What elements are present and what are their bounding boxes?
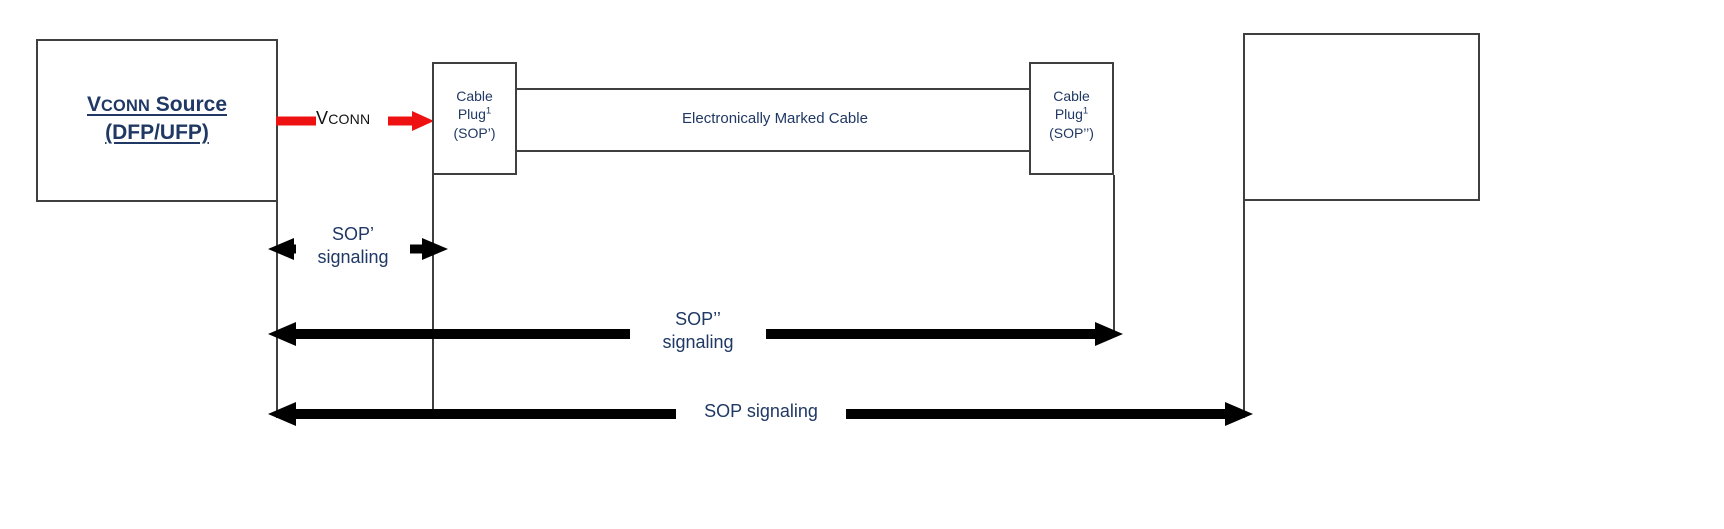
cable-plug-sop-double-prime-line3: (SOP’’) [1049, 124, 1094, 141]
sop-prime-signaling-line2: signaling [317, 246, 389, 267]
cable-plug-sop-double-prime-label: Cable Plug1 (SOP’’) [1031, 87, 1112, 142]
electronically-marked-cable-label: Electronically Marked Cable [682, 110, 868, 127]
drop-line-right-endpoint [1243, 200, 1245, 418]
cable-plug-sop-double-prime-box: Cable Plug1 (SOP’’) [1029, 62, 1114, 175]
cable-plug-sop-double-prime-line2-text: Plug [1054, 106, 1083, 123]
vconn-source-line1-prefix: V [86, 93, 101, 116]
vconn-source-label: VCONN Source (DFP/UFP) [38, 91, 276, 146]
vconn-source-line1-smallcaps: CONN [101, 97, 150, 115]
vconn-source-line1-suffix: Source [149, 93, 227, 116]
cable-plug-sop-prime-line3: (SOP’) [453, 124, 496, 141]
cable-plug-sop-prime-line2-text: Plug [457, 106, 486, 123]
cable-plug-sop-double-prime-footnote: 1 [1082, 105, 1089, 117]
sop-prime-signaling-line1: SOP’ [331, 224, 374, 244]
sop-double-prime-signaling-line1: SOP’’ [675, 309, 721, 329]
drop-line-cable-plug-sop-prime [432, 175, 434, 418]
sop-signaling-label: SOP signaling [676, 400, 846, 423]
cable-plug-sop-prime-line1: Cable [456, 88, 493, 104]
cable-plug-sop-prime-box: Cable Plug1 (SOP’) [432, 62, 517, 175]
cable-plug-sop-prime-footnote: 1 [485, 105, 492, 117]
cable-plug-sop-double-prime-line2: Plug1 [1031, 105, 1112, 123]
cable-plug-sop-prime-line2: Plug1 [434, 105, 515, 123]
drop-line-cable-plug-sop-double-prime [1113, 175, 1115, 335]
vconn-arrow-label-prefix: V [316, 108, 329, 128]
vconn-arrow-label-smallcaps: CONN [328, 111, 371, 127]
vconn-source-line1: VCONN Source [38, 91, 276, 119]
sop-signaling-line1: SOP signaling [704, 401, 818, 421]
drop-line-vconn-source [276, 200, 278, 418]
sop-double-prime-signaling-label: SOP’’ signaling [630, 308, 766, 353]
cable-line-bottom [516, 150, 1030, 152]
sop-prime-signaling-label: SOP’ signaling [296, 223, 410, 268]
sop-double-prime-signaling-line2: signaling [662, 331, 734, 352]
vconn-arrow-label: VCONN [316, 108, 370, 129]
vconn-source-box: VCONN Source (DFP/UFP) [36, 39, 278, 202]
vconn-source-line2: (DFP/UFP) [105, 120, 209, 144]
cable-plug-sop-prime-label: Cable Plug1 (SOP’) [434, 87, 515, 142]
cable-line-top [516, 88, 1030, 90]
right-endpoint-box [1243, 33, 1480, 201]
vconn-arrow [276, 110, 434, 132]
cable-plug-sop-double-prime-line1: Cable [1053, 88, 1090, 104]
